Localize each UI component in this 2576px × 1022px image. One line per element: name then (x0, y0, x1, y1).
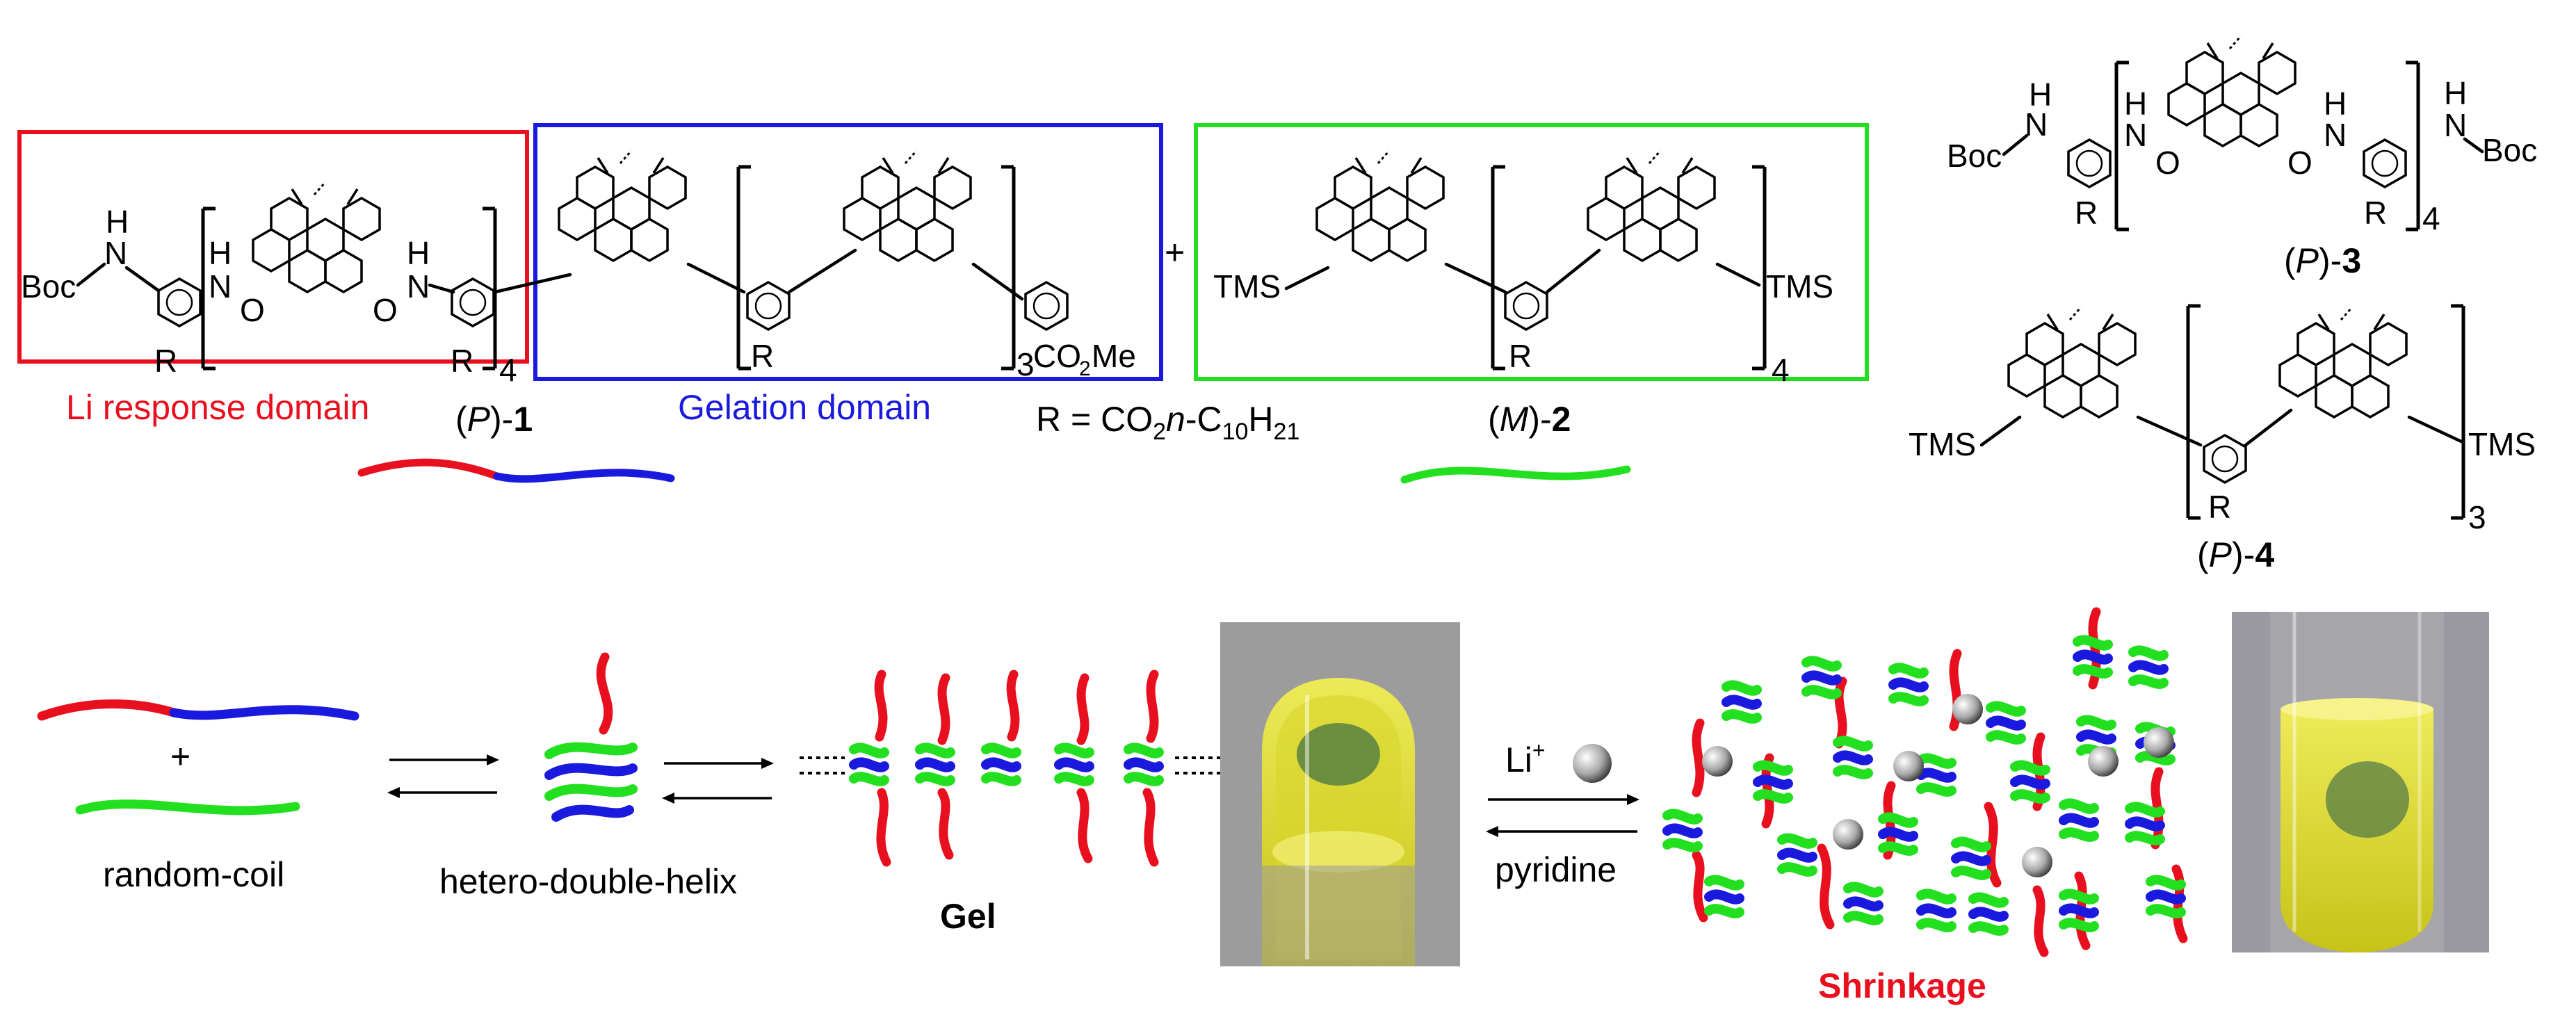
compound-2-label: (M)-2 (1488, 400, 1571, 439)
compound-4-label: (P)-4 (2197, 535, 2274, 574)
svg-text:H: H (209, 235, 232, 271)
svg-text:R: R (751, 338, 774, 374)
svg-text:Me: Me (1092, 338, 1136, 374)
compound-3-label: (P)-3 (2284, 241, 2361, 280)
svg-text:N: N (2324, 117, 2347, 153)
svg-text:TMS: TMS (1213, 268, 1281, 305)
random-coil-red (37, 699, 179, 721)
svg-text:Boc: Boc (1947, 138, 2002, 174)
compound-4-structure: TMS R TMS 3 (1909, 304, 2536, 535)
svg-text:R: R (451, 343, 473, 379)
gel-network (800, 670, 1224, 867)
svg-text:3: 3 (2468, 499, 2486, 535)
svg-text:4: 4 (499, 352, 517, 388)
svg-text:N: N (104, 235, 127, 271)
svg-text:O: O (373, 292, 398, 328)
svg-text:H: H (106, 204, 129, 240)
svg-text:N: N (209, 268, 232, 305)
svg-text:N: N (2124, 117, 2147, 153)
random-coil-blue (169, 705, 359, 721)
svg-text:R: R (2075, 195, 2098, 231)
svg-text:4: 4 (1772, 352, 1790, 388)
strand-1-blue (493, 469, 675, 483)
li-pyridine-arrows (1486, 794, 1639, 837)
gelation-domain-box (533, 123, 1163, 381)
shrinkage-label: Shrinkage (1818, 966, 1986, 1005)
svg-text:H: H (2324, 86, 2347, 122)
svg-text:N: N (407, 268, 430, 305)
svg-text:O: O (240, 292, 265, 328)
gel-vial-photo (1220, 622, 1460, 966)
svg-text:Boc: Boc (2482, 132, 2537, 168)
compound-1-label: (P)-1 (455, 400, 533, 439)
svg-text:H: H (2029, 76, 2052, 113)
compound-1-li-part: Boc N H R H N O O H N R 4 (21, 181, 517, 388)
svg-text:N: N (2444, 107, 2467, 143)
svg-text:H: H (407, 235, 430, 271)
equilibrium-arrows-2 (662, 758, 774, 804)
shrinkage-vial-photo (2232, 612, 2489, 952)
svg-text:TMS: TMS (2468, 426, 2536, 462)
random-coil-green (75, 800, 300, 816)
gel-label: Gel (940, 897, 996, 936)
boc-label-1: Boc (21, 268, 76, 305)
svg-text:R: R (2364, 195, 2387, 231)
compound-2-box (1194, 123, 1869, 381)
svg-text:R: R (1509, 338, 1532, 374)
strand-2-green (1400, 465, 1631, 484)
strand-1-red (357, 458, 501, 480)
li-ion-ball-icon (1573, 744, 1612, 783)
svg-text:R: R (154, 343, 177, 379)
r-definition: R = CO2n-C10H21 (1036, 400, 1299, 445)
svg-text:N: N (2025, 106, 2048, 143)
compound-2-structure: TMS R TMS 4 (1213, 149, 1833, 388)
hetero-double-helix-icon (544, 652, 638, 822)
svg-text:4: 4 (2422, 200, 2440, 236)
svg-text:O: O (2155, 145, 2180, 181)
svg-text:TMS: TMS (1766, 268, 1833, 305)
svg-text:TMS: TMS (1909, 426, 1976, 462)
shrinkage-aggregate (1667, 607, 2188, 957)
svg-text:3: 3 (1016, 346, 1035, 382)
svg-text:CO: CO (1033, 338, 1081, 374)
gelation-domain-label: Gelation domain (678, 388, 931, 427)
hetero-double-helix-label: hetero-double-helix (439, 862, 737, 901)
svg-text:O: O (2287, 145, 2312, 181)
svg-text:H: H (2444, 75, 2467, 111)
svg-text:2: 2 (1079, 357, 1091, 380)
compound-1-gelation-part: R 3 CO 2 Me (493, 149, 1136, 382)
compound-3-structure: Boc N H R H N O O H N R 4 H N Boc (1947, 35, 2537, 236)
svg-text:R: R (2208, 489, 2231, 525)
li-response-domain-label: Li response domain (66, 388, 369, 427)
svg-text:H: H (2124, 86, 2147, 122)
plus-sign: + (1165, 233, 1185, 272)
li-response-domain-box (17, 130, 529, 364)
random-coil-plus: + (170, 737, 191, 776)
pyridine-label: pyridine (1495, 850, 1617, 889)
random-coil-label: random-coil (103, 855, 284, 894)
equilibrium-arrows-1 (387, 754, 499, 798)
li-ion-label: Li+ (1505, 738, 1546, 779)
